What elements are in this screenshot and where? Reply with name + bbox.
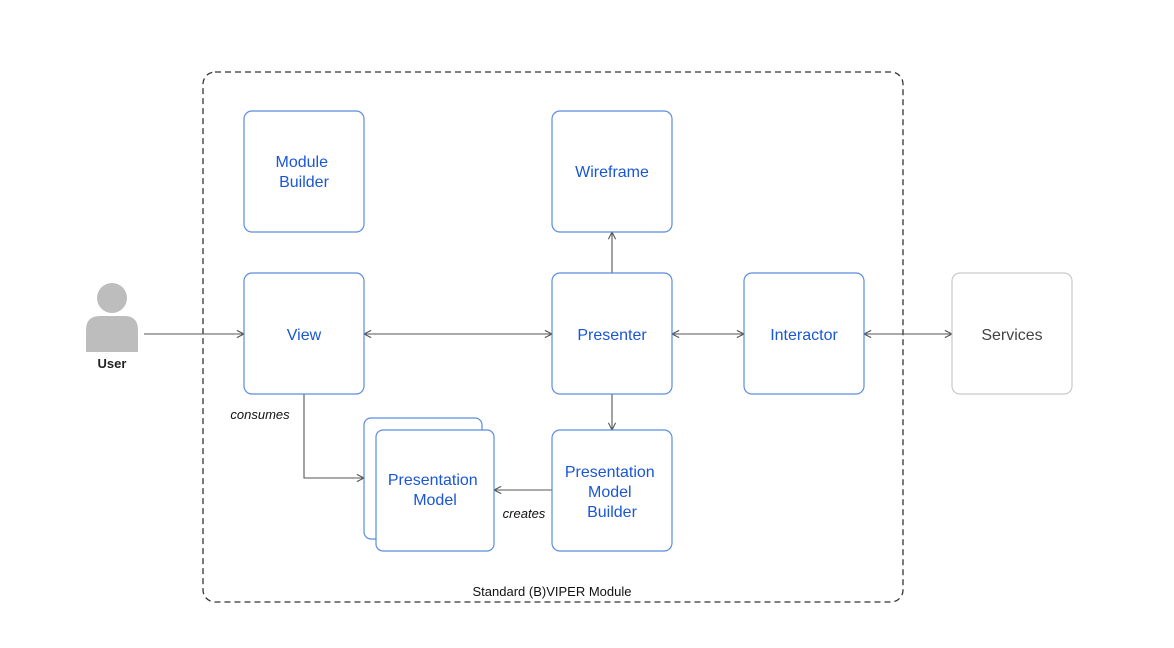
node-presentation-model: Presentation Model	[363, 417, 495, 552]
node-wireframe: Wireframe	[551, 110, 673, 233]
view-label: View	[287, 327, 322, 344]
edge-label-creates: creates	[503, 506, 546, 521]
presentation-model-line-2: Model	[413, 492, 457, 509]
node-services: Services	[951, 272, 1073, 395]
svg-text:Presentation Model: Presentation Model Builder	[565, 464, 659, 521]
edge-label-consumes: consumes	[230, 407, 290, 422]
node-presenter: Presenter	[551, 272, 673, 395]
user-label: User	[98, 356, 127, 371]
node-interactor: Interactor	[743, 272, 865, 395]
pm-builder-line-3: Builder	[587, 504, 637, 521]
node-presentation-model-builder: Presentation Model Builder	[551, 429, 673, 552]
node-view: View	[243, 272, 365, 395]
module-label: Standard (B)VIPER Module	[473, 584, 632, 599]
module-builder-line-1: Module	[276, 154, 329, 171]
pm-builder-line-1: Presentation	[565, 464, 655, 481]
user-icon	[86, 283, 138, 352]
presenter-label: Presenter	[577, 327, 647, 344]
interactor-label: Interactor	[770, 327, 838, 344]
svg-text:Module Builder: Module Builder	[276, 154, 333, 191]
services-label: Services	[981, 327, 1042, 344]
wireframe-label: Wireframe	[575, 164, 649, 181]
svg-text:Presentation Model: Presentation Model	[388, 472, 482, 509]
presentation-model-line-1: Presentation	[388, 472, 478, 489]
node-module-builder: Module Builder	[243, 110, 365, 233]
pm-builder-line-2: Model	[588, 484, 632, 501]
module-builder-line-2: Builder	[279, 174, 329, 191]
edge-view-consumes-pm	[303, 394, 364, 478]
